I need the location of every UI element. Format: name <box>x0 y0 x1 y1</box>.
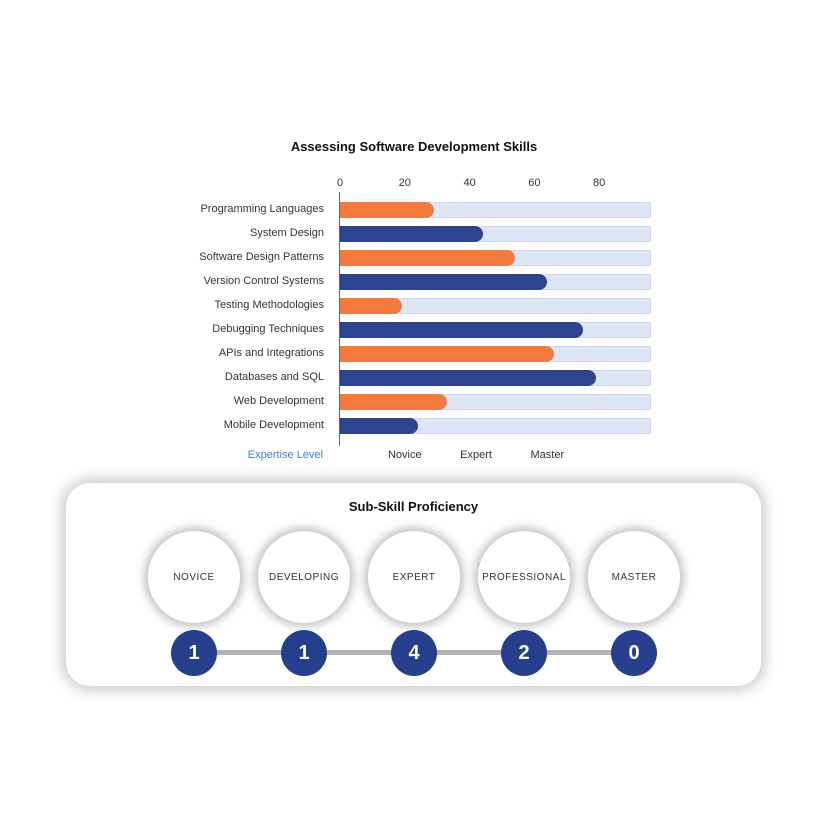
x-tick-label: 80 <box>593 177 606 189</box>
category-label: Debugging Techniques <box>212 323 324 335</box>
bar <box>340 226 483 242</box>
bar-row: Testing Methodologies <box>0 298 828 315</box>
proficiency-level-circle: DEVELOPING <box>258 531 350 623</box>
bar-row: Debugging Techniques <box>0 322 828 339</box>
x-tick-label: 20 <box>398 177 411 189</box>
proficiency-level-circle: MASTER <box>588 531 680 623</box>
proficiency-level-name: EXPERT <box>392 571 436 583</box>
category-label: Software Design Patterns <box>199 251 324 263</box>
proficiency-level-circle: NOVICE <box>148 531 240 623</box>
proficiency-level-circle: EXPERT <box>368 531 460 623</box>
expertise-level-title: Expertise Level <box>247 449 323 461</box>
bar <box>340 418 418 434</box>
x-tick-label: 40 <box>463 177 476 189</box>
bar <box>340 322 583 338</box>
bar-row: Programming Languages <box>0 202 828 219</box>
proficiency-level-name: NOVICE <box>173 571 215 583</box>
bar <box>340 250 515 266</box>
bar-row: Databases and SQL <box>0 370 828 387</box>
proficiency-count-badge: 1 <box>281 630 327 676</box>
bar <box>340 346 554 362</box>
bar-row: Software Design Patterns <box>0 250 828 267</box>
bar <box>340 202 434 218</box>
chart-title: Assessing Software Development Skills <box>290 139 538 154</box>
proficiency-level-circle: PROFESSIONAL <box>478 531 570 623</box>
expertise-level-label: Expert <box>460 449 492 461</box>
category-label: Mobile Development <box>223 419 324 431</box>
category-label: APIs and Integrations <box>218 347 324 359</box>
category-label: Web Development <box>233 395 324 407</box>
proficiency-count-badge: 4 <box>391 630 437 676</box>
bar-row: APIs and Integrations <box>0 346 828 363</box>
proficiency-count-badge: 0 <box>611 630 657 676</box>
y-axis-line <box>339 192 340 446</box>
bar-row: System Design <box>0 226 828 243</box>
proficiency-count-badge: 2 <box>501 630 547 676</box>
bar <box>340 370 596 386</box>
bar-row: Mobile Development <box>0 418 828 435</box>
x-tick-label: 0 <box>336 177 344 189</box>
expertise-level-label: Novice <box>387 449 422 461</box>
bar <box>340 274 548 290</box>
category-label: Testing Methodologies <box>214 299 324 311</box>
bar-row: Web Development <box>0 394 828 411</box>
category-label: System Design <box>250 227 324 239</box>
proficiency-level-name: DEVELOPING <box>268 571 340 583</box>
x-tick-label: 60 <box>528 177 541 189</box>
category-label: Databases and SQL <box>224 371 324 383</box>
sub-skill-card: Sub-Skill Proficiency NOVICE 1 DEVELOPING 1… <box>66 483 761 686</box>
category-label: Programming Languages <box>200 203 324 215</box>
proficiency-count-badge: 1 <box>171 630 217 676</box>
sub-skill-title: Sub-Skill Proficiency <box>348 499 479 514</box>
bar-row: Version Control Systems <box>0 274 828 291</box>
bar <box>340 394 447 410</box>
bar <box>340 298 402 314</box>
proficiency-level-name: MASTER <box>611 571 657 583</box>
proficiency-level-name: PROFESSIONAL <box>482 571 566 583</box>
expertise-level-label: Master <box>530 449 565 461</box>
category-label: Version Control Systems <box>203 275 324 287</box>
